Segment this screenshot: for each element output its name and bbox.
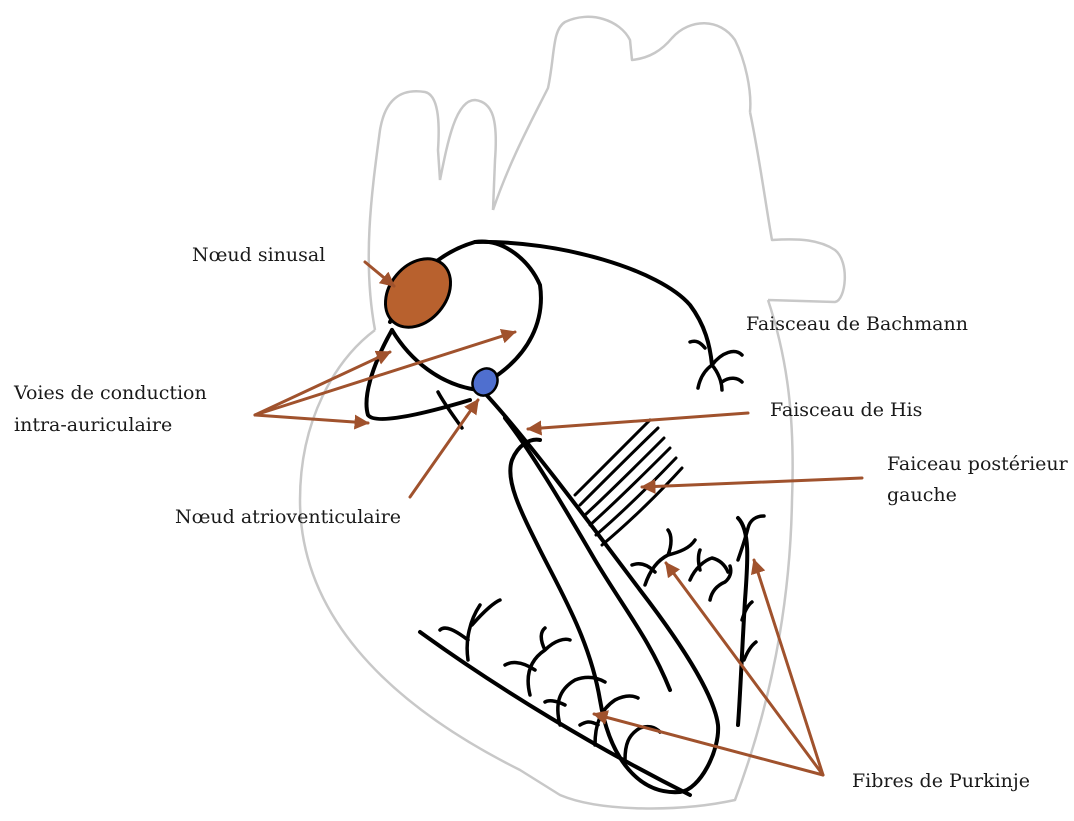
bachmann-branches xyxy=(690,341,742,390)
label-conduction-pathways-1: Voies de conduction xyxy=(14,378,207,408)
label-purkinje: Fibres de Purkinje xyxy=(852,766,1030,796)
arrow-purkinje-right xyxy=(754,560,823,775)
bachmann-bundle-line xyxy=(475,242,712,365)
label-bachmann: Faisceau de Bachmann xyxy=(746,309,968,339)
sinus-node xyxy=(372,246,464,340)
arrow-his-bundle xyxy=(528,413,748,429)
lower-purkinje-base xyxy=(420,632,690,795)
av-node xyxy=(468,364,503,400)
label-av-node: Nœud atrioventiculaire xyxy=(175,502,401,532)
his-bundle-main xyxy=(480,388,718,792)
heart-outline xyxy=(300,17,845,809)
arrow-posterior-fascicle xyxy=(642,478,862,487)
label-posterior-1: Faiceau postérieur xyxy=(887,449,1068,479)
label-posterior-2: gauche xyxy=(887,480,957,510)
intra-atrial-pathway-middle xyxy=(392,330,478,390)
label-conduction-pathways-2: intra-auriculaire xyxy=(14,410,172,440)
purkinje-branches-lower xyxy=(440,600,660,760)
label-his: Faisceau de His xyxy=(770,395,922,425)
label-sinus-node: Nœud sinusal xyxy=(192,240,325,270)
